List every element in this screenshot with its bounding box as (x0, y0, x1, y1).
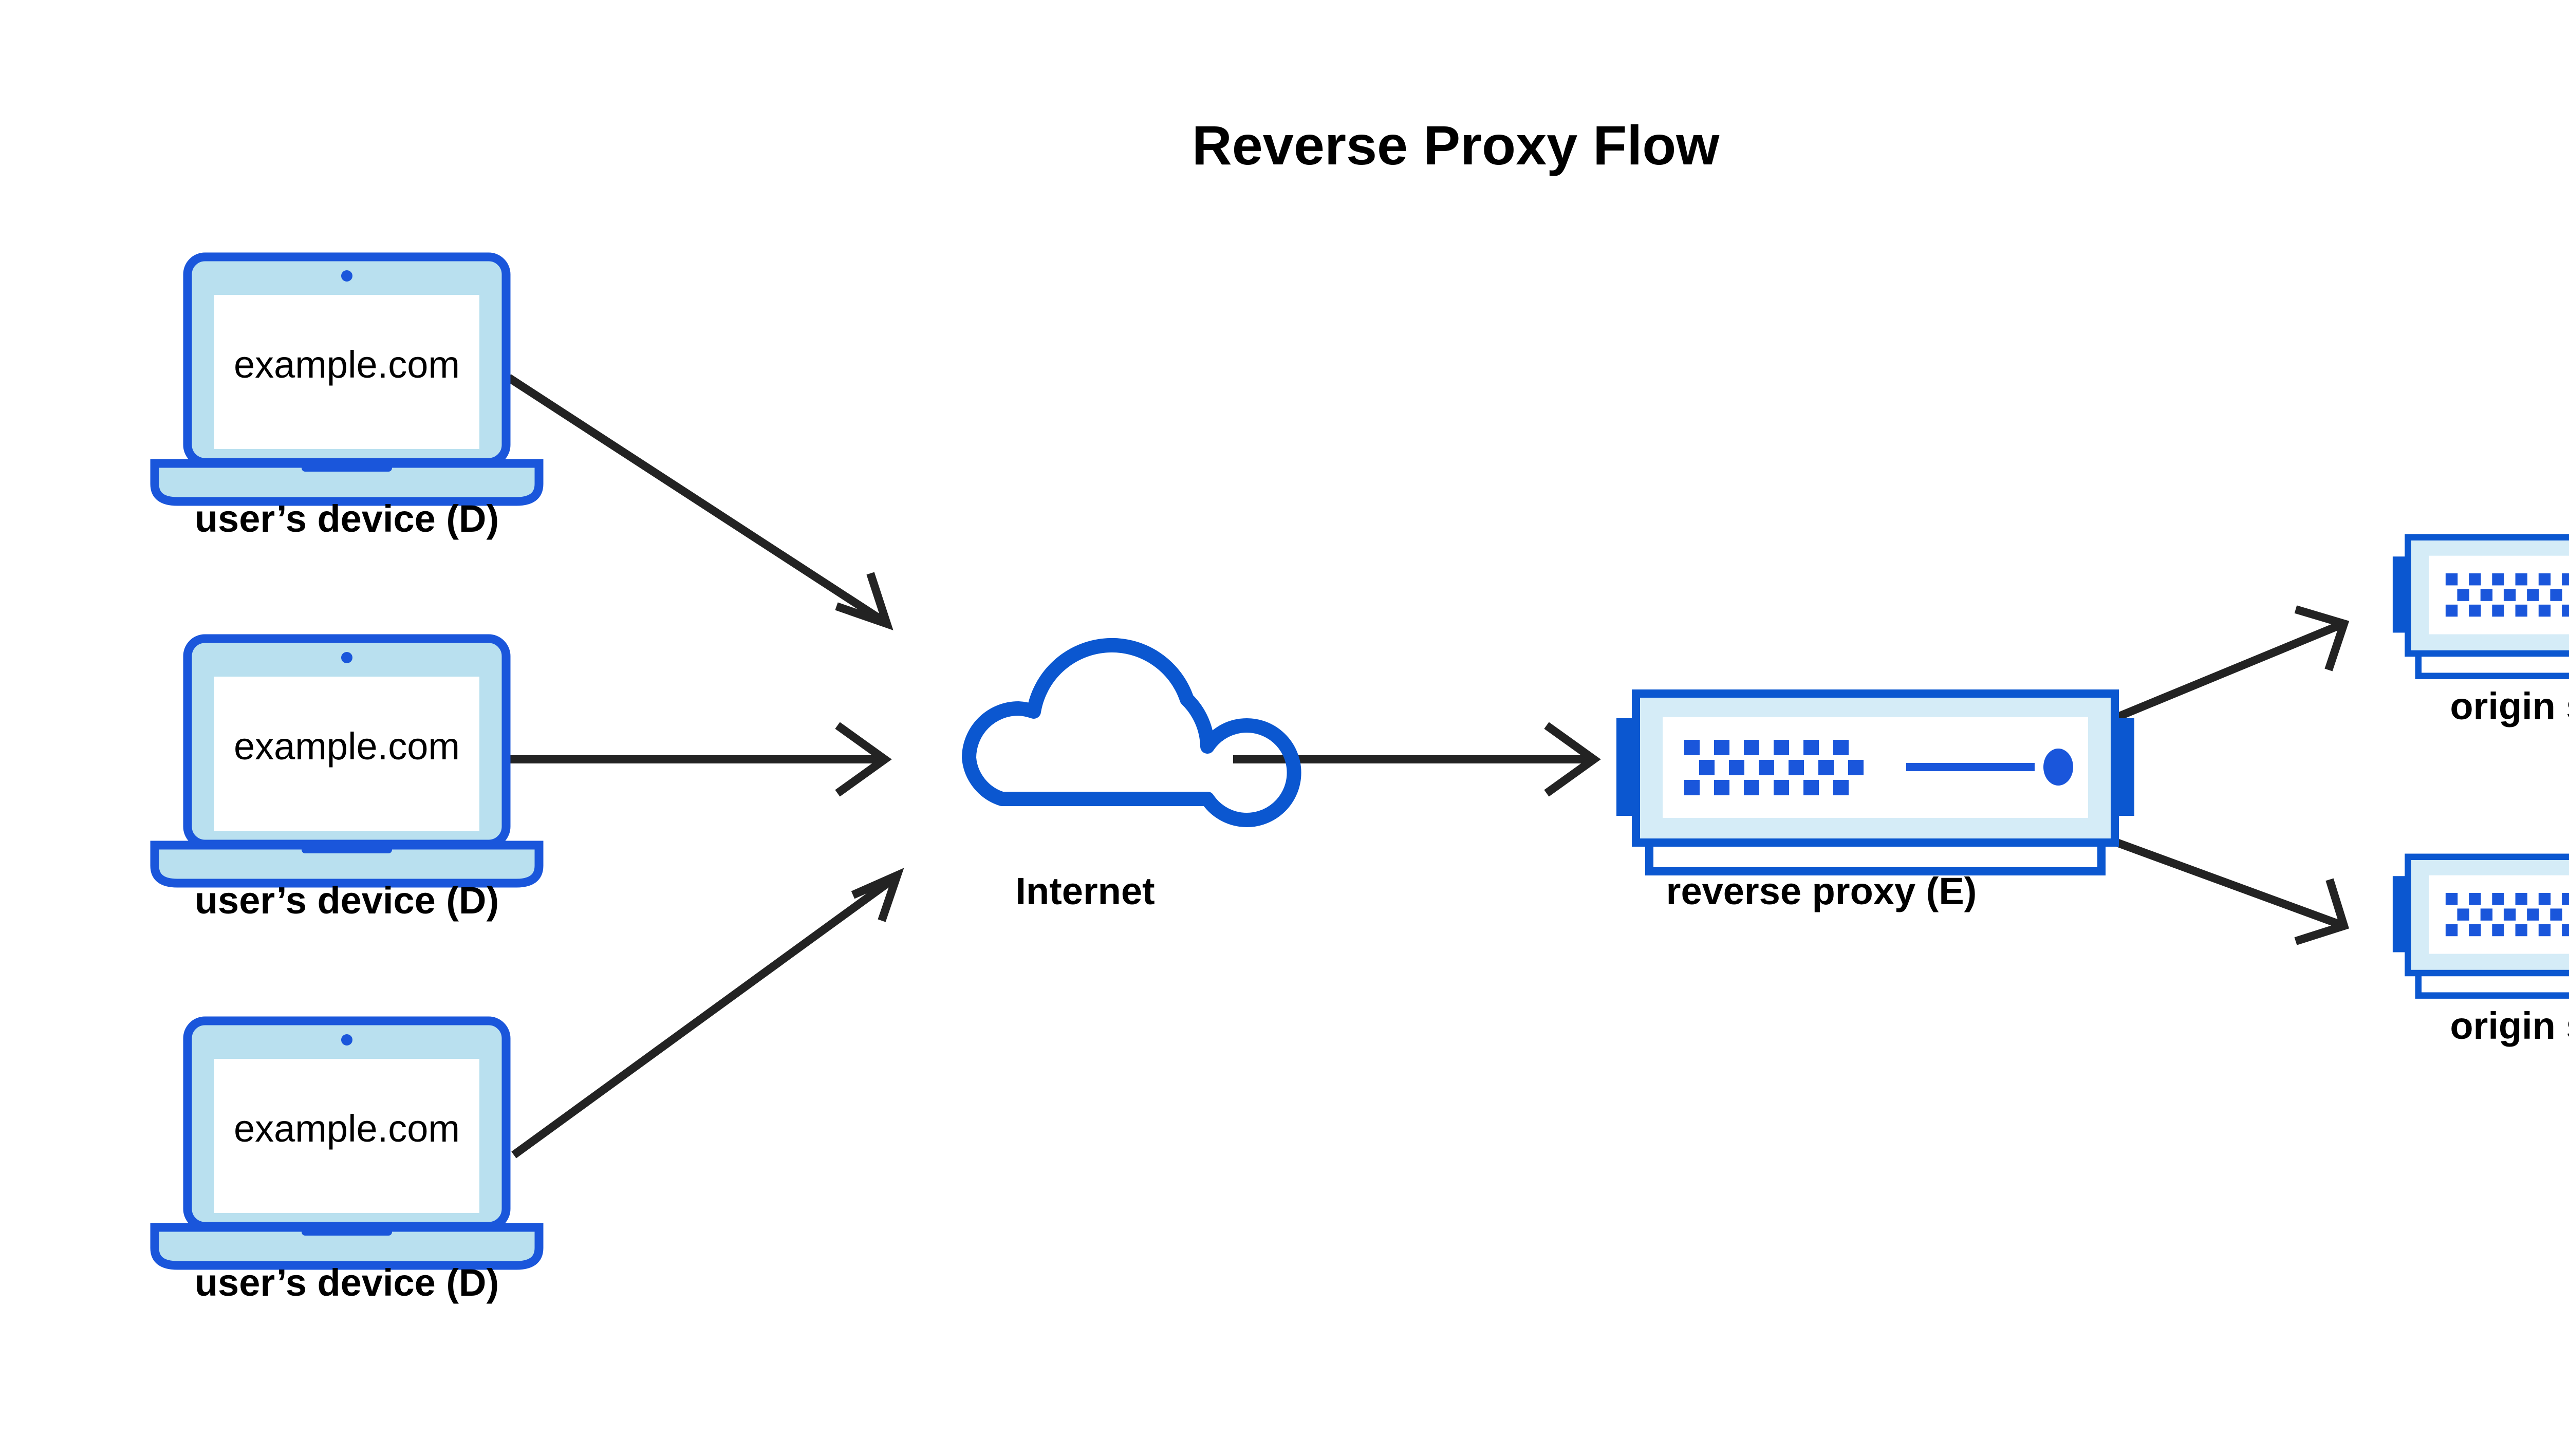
device-label: user’s device (D) (195, 497, 499, 540)
server-icon (2393, 537, 2569, 676)
device-screen-text: example.com (234, 343, 460, 386)
origin-label: origin server (F) (2450, 1004, 2569, 1047)
origin-label: origin server (F) (2450, 685, 2569, 727)
server-icon (1616, 694, 2134, 871)
device-node-top[interactable]: example.com user’s device (D) (155, 257, 539, 540)
device-label: user’s device (D) (195, 1261, 499, 1304)
proxy-label: reverse proxy (E) (1666, 870, 1977, 912)
internet-cloud-node[interactable]: Internet (969, 645, 1294, 912)
device-label: user’s device (D) (195, 879, 499, 922)
device-node-bottom[interactable]: example.com user’s device (D) (155, 1021, 539, 1304)
device-screen-text: example.com (234, 725, 460, 768)
origin-server-node-bottom[interactable]: origin server (F) (2393, 857, 2569, 1047)
device-screen-text: example.com (234, 1107, 460, 1150)
origin-server-node-top[interactable]: origin server (F) (2393, 537, 2569, 727)
device-node-middle[interactable]: example.com user’s device (D) (155, 639, 539, 922)
edge-device-top-to-cloud (506, 374, 893, 630)
reverse-proxy-node[interactable]: reverse proxy (E) (1616, 694, 2134, 912)
page-title: Reverse Proxy Flow (1192, 114, 1720, 176)
server-icon (2393, 857, 2569, 996)
cloud-label: Internet (1015, 870, 1155, 912)
cloud-icon (969, 645, 1294, 820)
edge-device-middle-to-cloud (504, 722, 892, 797)
edge-device-bottom-to-cloud (511, 868, 904, 1159)
